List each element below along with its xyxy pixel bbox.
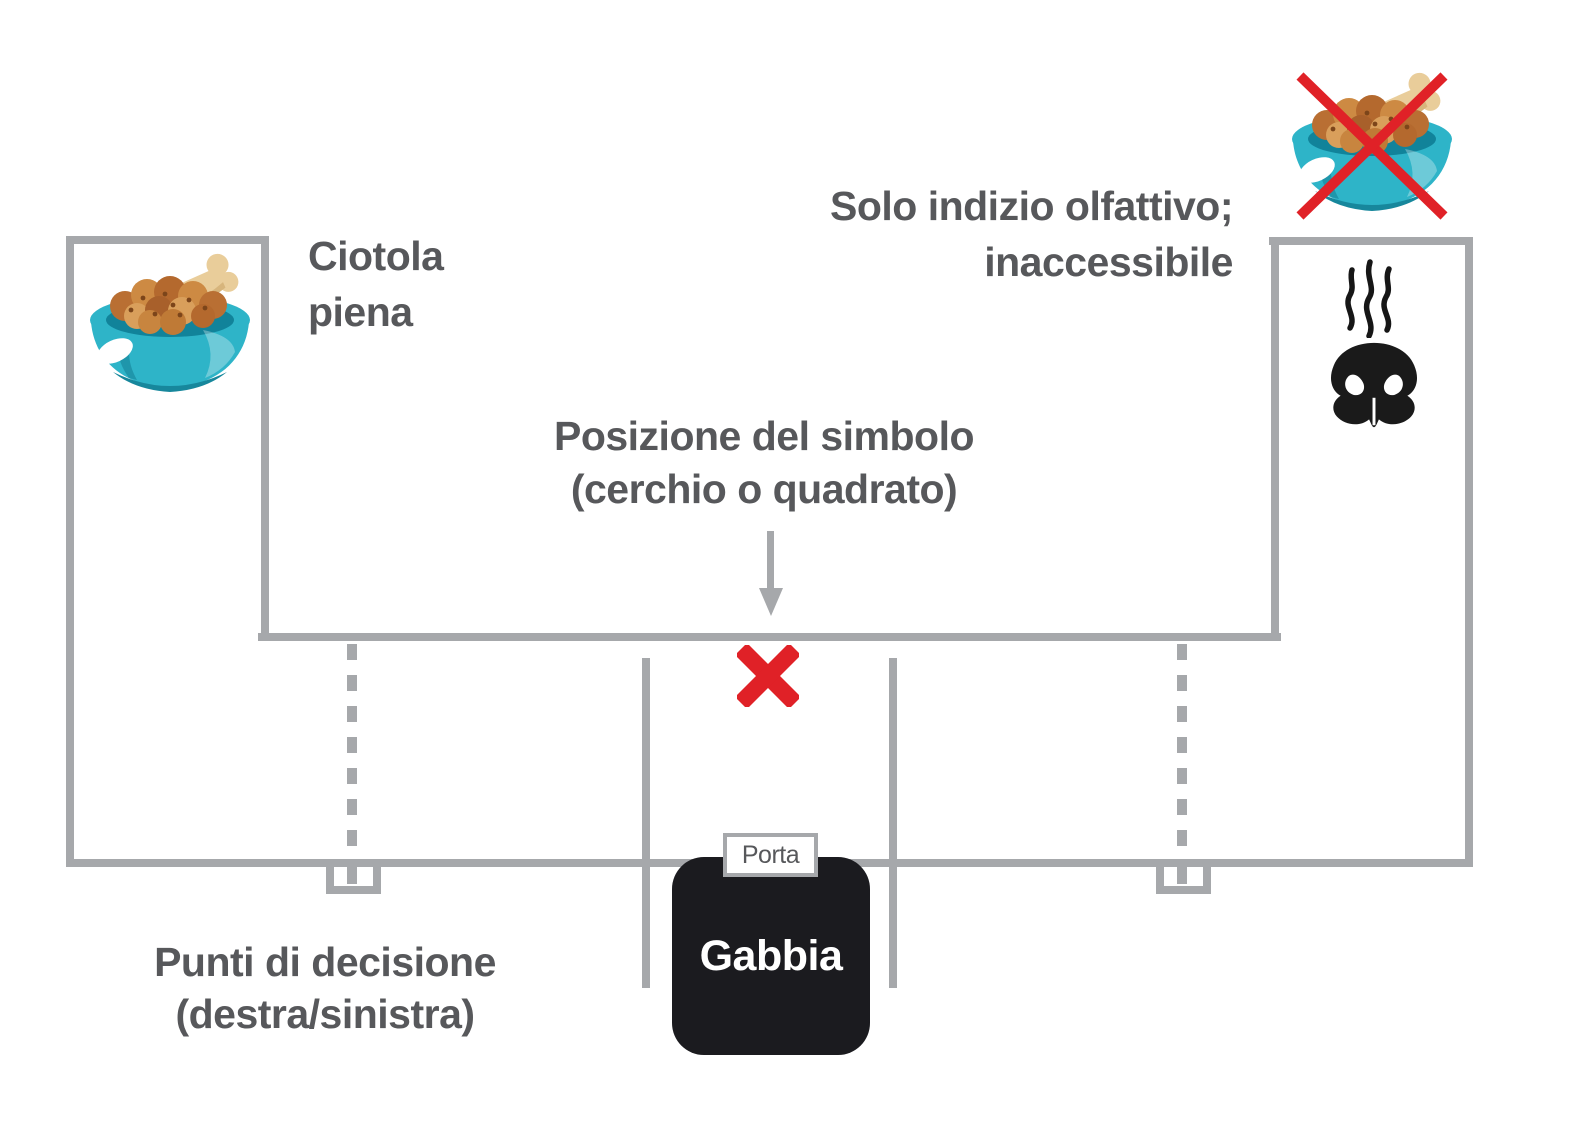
right-arm-inner-wall xyxy=(1271,237,1279,641)
decision-points-label-line2: (destra/sinistra) xyxy=(175,991,475,1037)
outer-wall-right xyxy=(1465,237,1473,867)
dog-nose-icon xyxy=(1330,342,1418,428)
olfactory-cue-label-line1: Solo indizio olfattivo; xyxy=(829,183,1234,229)
door-label-box: Porta xyxy=(723,833,818,877)
cage-box: Gabbia xyxy=(672,857,870,1055)
full-bowl-label: Ciotola piena xyxy=(308,228,444,340)
olfactory-cue-label-line2: inaccessibile xyxy=(984,239,1233,285)
full-bowl-label-line1: Ciotola xyxy=(308,233,444,279)
symbol-position-label-line1: Posizione del simbolo xyxy=(553,413,975,459)
food-bowl-icon xyxy=(90,253,250,392)
symbol-position-label: Posizione del simbolo (cerchio o quadrat… xyxy=(525,410,1003,516)
decision-line-right-dashed xyxy=(1177,644,1187,860)
decision-points-label: Punti di decisione (destra/sinistra) xyxy=(115,936,535,1040)
red-x-icon xyxy=(737,645,799,707)
door-label: Porta xyxy=(741,840,800,869)
decision-line-left-dashed xyxy=(347,644,357,860)
left-arm-top-wall xyxy=(66,236,268,244)
down-arrow-icon xyxy=(759,588,783,616)
down-arrow-shaft xyxy=(767,531,774,589)
cage-label: Gabbia xyxy=(699,931,843,980)
decision-gate-left-notch xyxy=(326,867,381,894)
olfactory-cue-label: Solo indizio olfattivo; inaccessibile xyxy=(780,178,1234,290)
decision-points-label-line1: Punti di decisione xyxy=(154,939,496,985)
crossed-food-bowl-icon xyxy=(1292,68,1452,220)
decision-gate-left-stub xyxy=(347,867,357,884)
cage-chute-right-wall xyxy=(889,658,897,988)
outer-wall-left xyxy=(66,236,74,867)
full-bowl-label-line2: piena xyxy=(308,289,413,335)
cage-chute-left-wall xyxy=(642,658,650,988)
scent-waves-icon xyxy=(1345,259,1392,338)
left-arm-inner-wall xyxy=(261,236,269,641)
right-arm-top-wall xyxy=(1269,237,1473,245)
top-box-bottom-wall xyxy=(258,633,1281,641)
decision-gate-right-stub xyxy=(1177,867,1187,884)
decision-gate-right-notch xyxy=(1156,867,1211,894)
symbol-position-label-line2: (cerchio o quadrato) xyxy=(570,466,958,512)
